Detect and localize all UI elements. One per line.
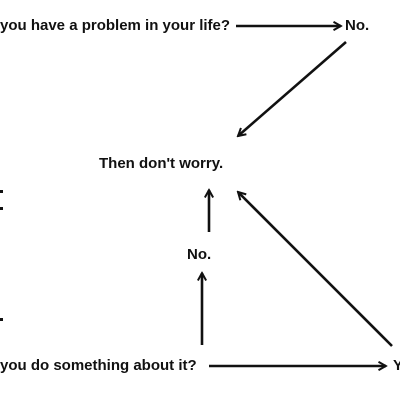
answer-no-middle-label: No. [187,246,212,263]
answer-no-top-label: No. [345,17,370,34]
left-edge-mark-top [0,190,3,193]
arrow-no-to-dont-worry [238,41,347,136]
question-problem-label: you have a problem in your life? [0,17,231,34]
left-edge-mark-middle [0,207,3,210]
question-do-something-label: you do something about it? [0,357,197,374]
left-edge-mark-bottom [0,318,3,321]
arrow-yes-to-dont-worry [238,192,393,347]
conclusion-dont-worry-label: Then don't worry. [99,155,224,172]
answer-yes-partial-label: Y [393,357,400,374]
